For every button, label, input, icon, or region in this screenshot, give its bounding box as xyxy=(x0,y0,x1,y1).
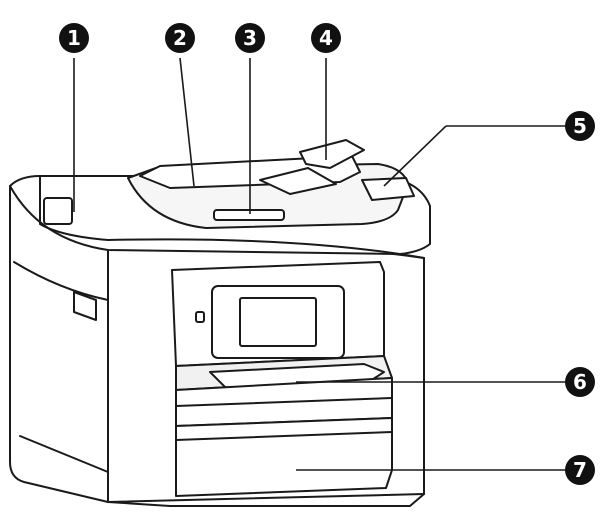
adf-extension-tray xyxy=(299,139,365,169)
callout-number-1: 1 xyxy=(67,26,81,50)
callout-number-3: 3 xyxy=(243,26,257,50)
leader-line-2 xyxy=(179,57,195,187)
callout-badge-4 xyxy=(311,23,341,53)
callout-number-5: 5 xyxy=(573,114,587,138)
callout-leaders xyxy=(73,57,566,471)
callout-number-2: 2 xyxy=(173,26,187,50)
callout-badge-3 xyxy=(235,23,265,53)
callout-number-7: 7 xyxy=(573,458,587,482)
callout-badge-6 xyxy=(565,367,595,397)
callout-badges: 1 2 3 4 5 6 7 xyxy=(59,23,595,485)
document-cover-handle xyxy=(43,197,73,225)
paper-cassette-2 xyxy=(175,417,393,497)
callout-badge-5 xyxy=(565,111,595,141)
printer-side-handle xyxy=(73,291,97,321)
callout-badge-2 xyxy=(165,23,195,53)
adf-edge-guide xyxy=(213,209,285,221)
callout-number-4: 4 xyxy=(319,26,333,50)
leader-line-5b xyxy=(383,125,447,187)
callout-number-6: 6 xyxy=(573,370,587,394)
callout-badge-7 xyxy=(565,455,595,485)
power-button xyxy=(195,311,205,323)
touchscreen xyxy=(239,297,317,347)
callout-badge-1 xyxy=(59,23,89,53)
